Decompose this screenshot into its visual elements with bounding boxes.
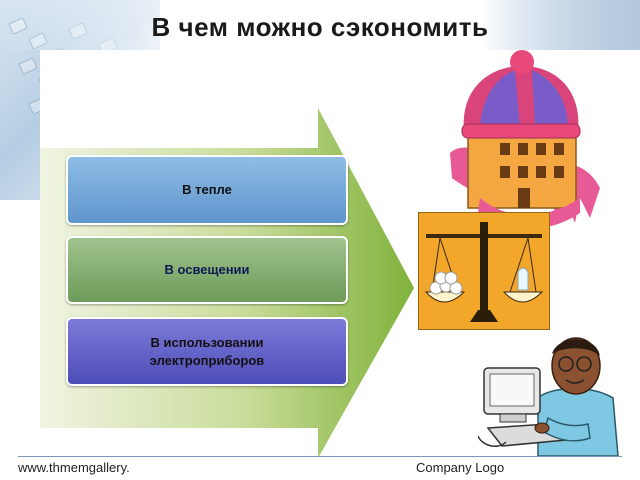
devices-box: В использовании электроприборов [66,317,348,386]
slide-title: В чем можно сэкономить [151,12,489,42]
heat-box: В тепле [66,155,348,225]
footer-logo-text: Company Logo [416,460,505,475]
man-at-computer-clipart [478,337,619,456]
house-in-hat-clipart [450,50,600,230]
heat-label: В тепле [182,182,232,197]
devices-label: В использовании электроприборов [149,334,265,368]
header-band-right [480,0,640,50]
lighting-box: В освещении [66,236,348,304]
scales-clipart [418,212,550,330]
footer-website: www.thmemgallery. [18,460,130,475]
footer-divider [18,456,622,457]
lighting-label: В освещении [164,262,250,277]
